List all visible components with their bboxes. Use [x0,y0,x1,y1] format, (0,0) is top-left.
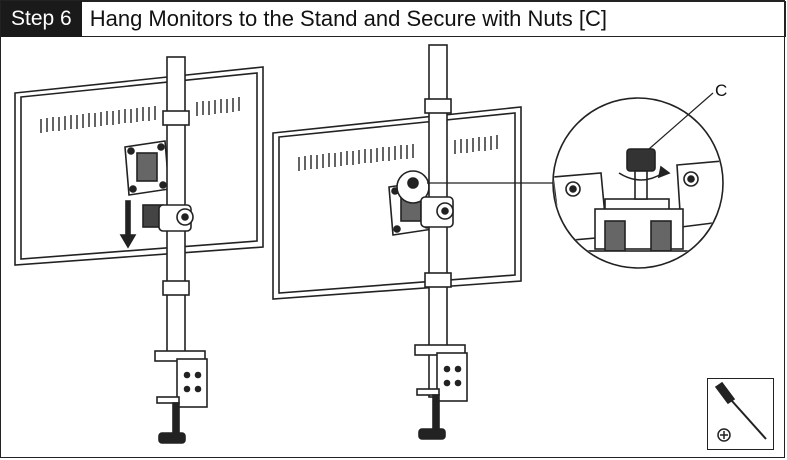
callout-label: C [715,81,728,100]
thumb-nut-icon [618,148,671,200]
right-monitor [272,106,522,300]
screwdriver-icon [714,381,767,442]
left-pole [158,56,194,358]
zoom-detail [552,92,724,269]
tool-requirement-box [707,378,774,450]
callout-leader-line [648,92,714,150]
right-clamp [414,344,468,440]
left-monitor [14,66,264,266]
phillips-plus-icon [717,428,731,442]
left-monitor-vents [40,97,240,133]
right-monitor-vents [298,135,498,171]
assembly-illustration [14,44,724,444]
down-arrow-icon [119,200,137,249]
left-vesa-plate [124,140,170,196]
step-title: Hang Monitors to the Stand and Secure wi… [81,1,786,37]
left-clamp [154,350,208,444]
step-number: Step 6 [1,1,82,37]
step-header: Step 6 Hang Monitors to the Stand and Se… [1,1,786,37]
